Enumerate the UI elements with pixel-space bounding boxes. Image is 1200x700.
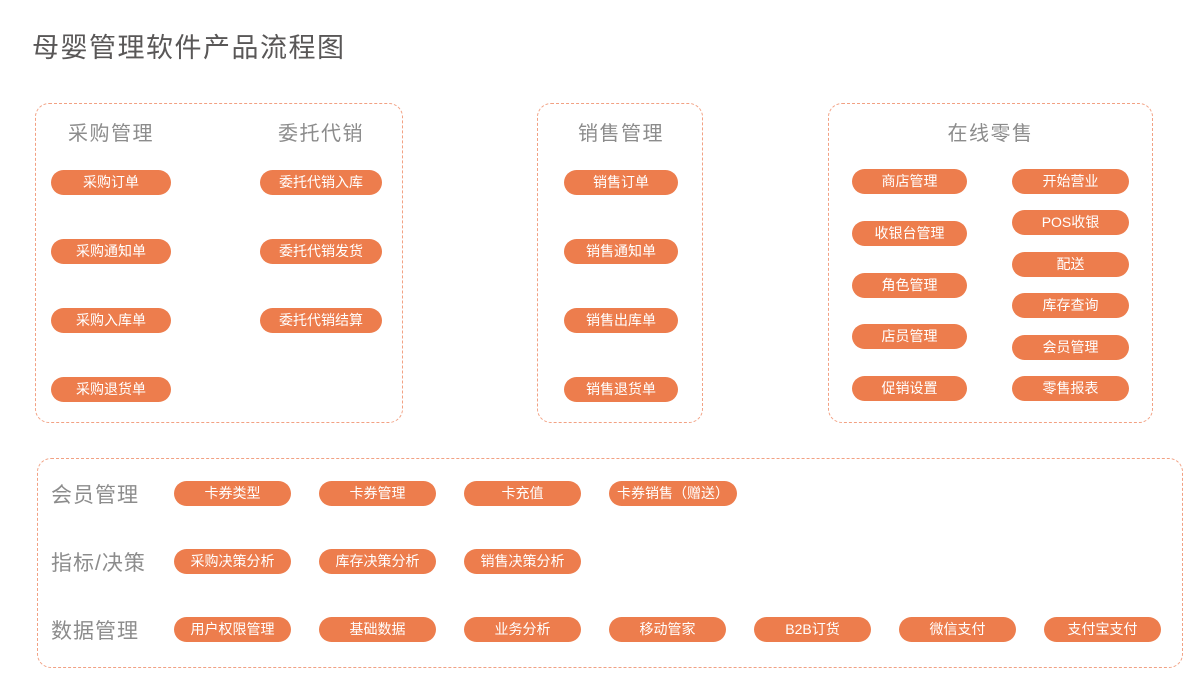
panel-online-retail: 在线零售 商店管理收银台管理角色管理店员管理促销设置 开始营业 POS收银配送库存… [828, 103, 1153, 423]
row-label-decision: 指标/决策 [51, 551, 146, 575]
flow-node: 微信支付 [899, 617, 1016, 642]
flow-node: 基础数据 [319, 617, 436, 642]
flow-node: 配送 [1012, 251, 1129, 277]
flow-node: 商店管理 [852, 169, 967, 194]
flow-node: 销售决策分析 [464, 549, 581, 574]
sales-column: 销售管理 销售订单销售通知单销售出库单销售退货单 [564, 104, 678, 402]
flow-node: 委托代销结算 [260, 308, 382, 333]
decision-pill-list: 采购决策分析 库存决策分析 销售决策分析 [174, 549, 581, 574]
row-decision-metrics: 指标/决策 采购决策分析 库存决策分析 销售决策分析 [51, 549, 1182, 575]
flow-node: 采购通知单 [51, 239, 171, 264]
flow-node: 销售退货单 [564, 377, 678, 402]
flow-node: 店员管理 [852, 324, 967, 350]
purchase-header: 采购管理 [68, 123, 154, 145]
flow-node: 库存决策分析 [319, 549, 436, 574]
flow-node: 卡充值 [464, 481, 581, 506]
flow-node: 库存查询 [1012, 293, 1129, 319]
panel-purchase-consignment: 采购管理 采购订单采购通知单采购入库单采购退货单 委托代销 委托代销入库委托代销… [35, 103, 403, 423]
panel-sales: 销售管理 销售订单销售通知单销售出库单销售退货单 [537, 103, 703, 423]
flow-node: 支付宝支付 [1044, 617, 1161, 642]
flow-node: 会员管理 [1012, 334, 1129, 360]
flow-node: 卡券类型 [174, 481, 291, 506]
consignment-column: 委托代销 委托代销入库委托代销发货委托代销结算 [260, 104, 382, 333]
flow-node: 开始营业 [1012, 169, 1129, 194]
flow-node: 销售订单 [564, 170, 678, 195]
flow-node: 采购入库单 [51, 308, 171, 333]
flow-node: B2B订货 [754, 617, 871, 642]
member-pill-list: 卡券类型 卡券管理 卡充值 卡券销售（赠送） [174, 481, 737, 506]
page-title: 母婴管理软件产品流程图 [32, 33, 346, 63]
flow-node: 采购退货单 [51, 377, 171, 402]
row-label-member: 会员管理 [51, 483, 139, 507]
flow-node: 委托代销入库 [260, 170, 382, 195]
row-label-data: 数据管理 [51, 619, 139, 643]
flow-node: 角色管理 [852, 272, 967, 298]
retail-left-column: 商店管理收银台管理角色管理店员管理促销设置 [852, 169, 967, 401]
flow-node: 用户权限管理 [174, 617, 291, 642]
flow-node: 收银台管理 [852, 220, 967, 246]
row-member-management: 会员管理 卡券类型 卡券管理 卡充值 卡券销售（赠送） [51, 481, 1182, 507]
flow-node: 业务分析 [464, 617, 581, 642]
flow-node: 采购决策分析 [174, 549, 291, 574]
flow-node: 促销设置 [852, 376, 967, 401]
flow-node: 采购订单 [51, 170, 171, 195]
retail-right-column: 开始营业 POS收银配送库存查询会员管理零售报表 [1012, 169, 1129, 401]
flow-node: 零售报表 [1012, 375, 1129, 401]
panel-bottom-modules: 会员管理 卡券类型 卡券管理 卡充值 卡券销售（赠送） 指标/决策 采购决策分析 库存决… [37, 458, 1183, 668]
flow-node: 卡券管理 [319, 481, 436, 506]
flow-node: 移动管家 [609, 617, 726, 642]
consignment-header: 委托代销 [278, 123, 364, 145]
purchase-column: 采购管理 采购订单采购通知单采购入库单采购退货单 [51, 104, 171, 402]
flow-node: 销售通知单 [564, 239, 678, 264]
flow-node: POS收银 [1012, 210, 1129, 236]
flow-node: 卡券销售（赠送） [609, 481, 737, 506]
row-data-management: 数据管理 用户权限管理 基础数据 业务分析 移动管家 B2B订货 微信支付 支付宝支付 [51, 617, 1182, 643]
flow-node: 销售出库单 [564, 308, 678, 333]
retail-header: 在线零售 [947, 123, 1034, 145]
data-pill-list: 用户权限管理 基础数据 业务分析 移动管家 B2B订货 微信支付 支付宝支付 [174, 617, 1161, 642]
sales-header: 销售管理 [578, 123, 664, 145]
flow-node: 委托代销发货 [260, 239, 382, 264]
